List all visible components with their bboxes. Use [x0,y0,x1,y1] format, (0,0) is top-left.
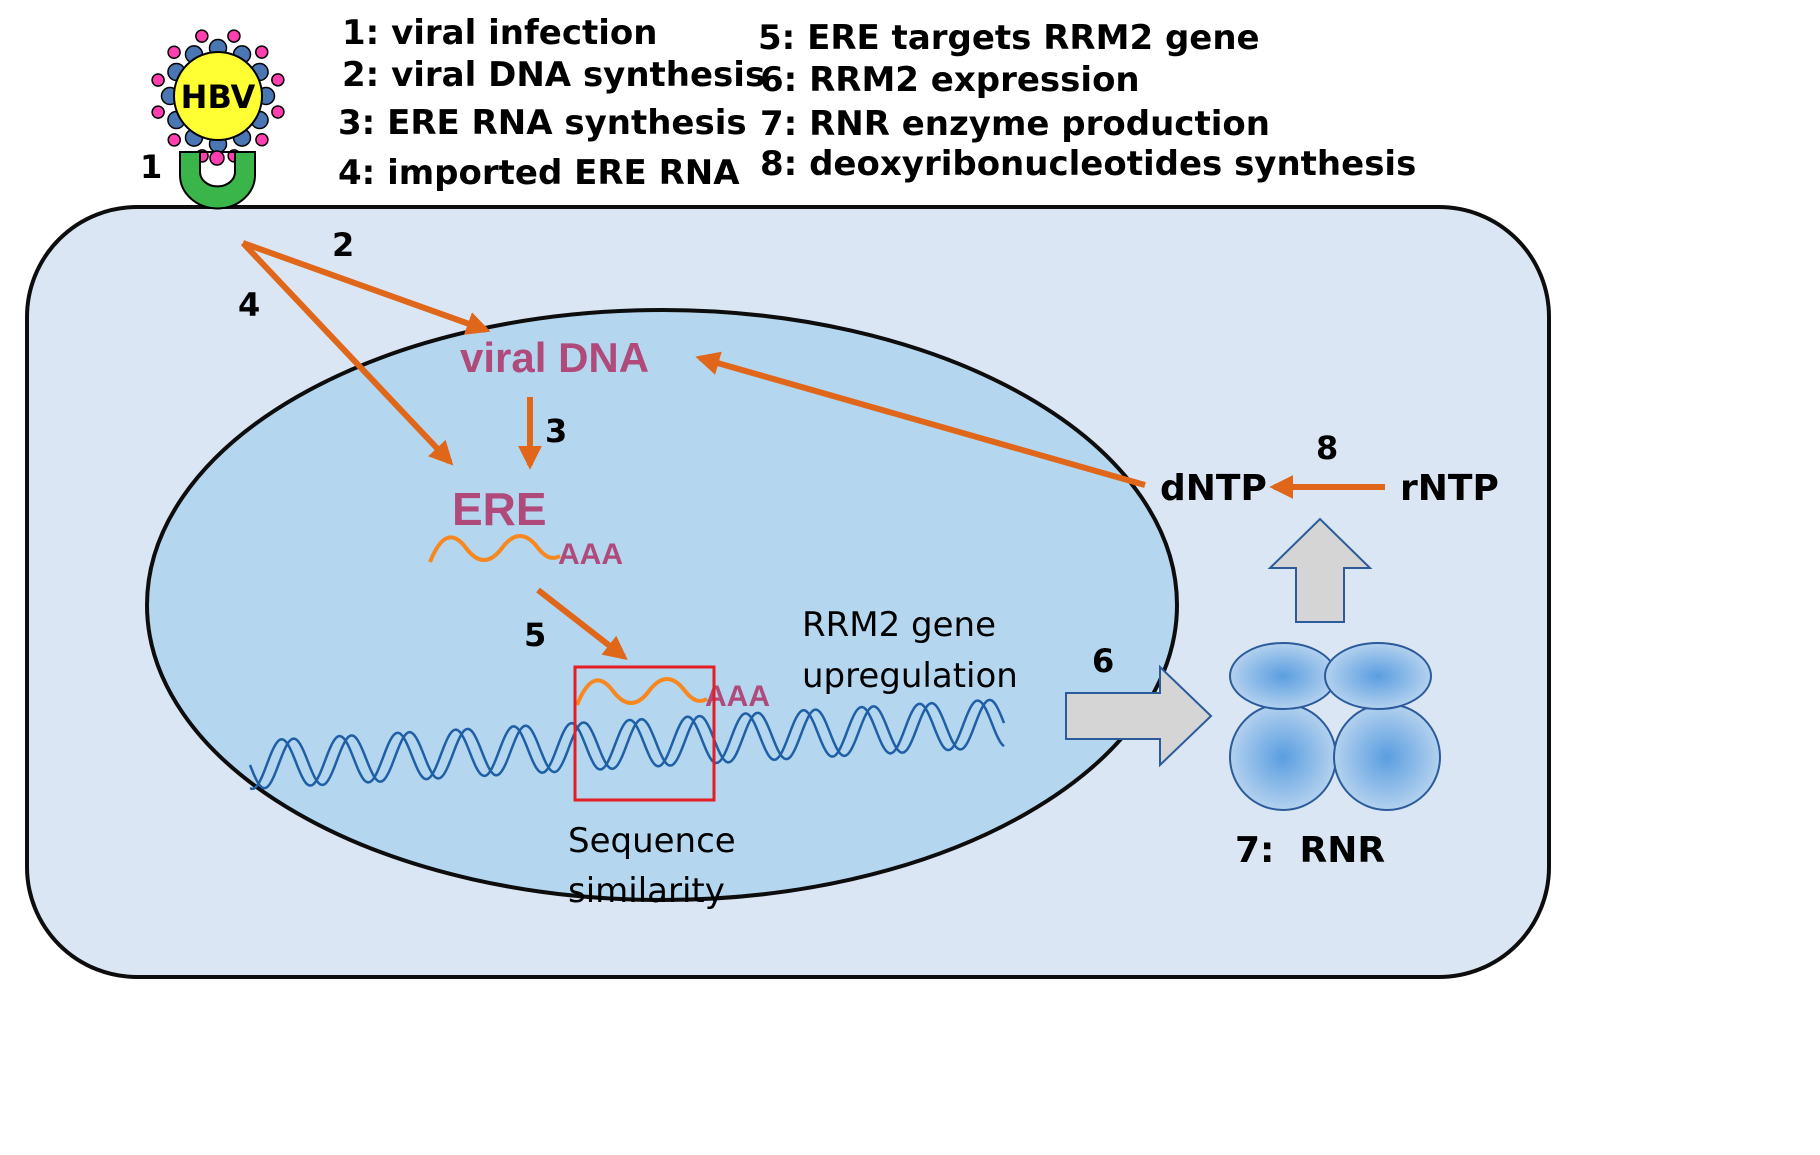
rnr-subunit-small-right [1324,642,1432,710]
virus-spike-tip [227,29,241,43]
rntp-label: rNTP [1400,468,1499,509]
rnr-output-arrow [1267,517,1373,623]
virus-spike-tip [271,105,285,119]
bound-ere-rna-strand [575,677,708,706]
rnr-subunit-small-left [1229,642,1337,710]
legend-item-2: 2: viral DNA synthesis [342,55,766,95]
rnr-enzyme [1229,642,1441,811]
rnr-subunit-large-left [1229,703,1337,811]
legend-item-5: 5: ERE targets RRM2 gene [758,18,1260,58]
ere-poly-a-tail: AAA [558,538,623,571]
legend-item-8: 8: deoxyribonucleotides synthesis [760,144,1417,184]
virus-spike-tip [271,73,285,87]
bound-poly-a-tail: AAA [705,680,770,713]
virus-spike-tip [255,45,269,59]
step-3-label: 3 [545,412,567,450]
rnr-subunit-large-right [1333,703,1441,811]
sequence-similarity-line2: similarity [568,871,725,911]
legend-item-1: 1: viral infection [342,13,658,53]
rrm2-upregulation-line2: upregulation [802,656,1018,696]
virus-spike-tip [255,133,269,147]
virus-spike-tip [195,29,209,43]
hbv-virus: HBV [151,29,285,210]
virus-spike-tip [151,73,165,87]
ere-label: ERE [452,483,547,535]
arrow-step-2 [241,240,491,335]
virus-spike-tip [151,105,165,119]
virus-spike-tip [167,133,181,147]
diagram-canvas: HBV 1 2 4 3 5 6 8 viral DNA ERE AAA AAA … [25,29,1551,979]
step-1-label: 1 [140,148,162,186]
legend-item-7: 7: RNR enzyme production [760,104,1270,144]
step-2-label: 2 [332,226,354,264]
arrow-step-5 [536,587,628,660]
virus-core [173,51,263,141]
legend-item-3: 3: ERE RNA synthesis [338,103,747,143]
dntp-label: dNTP [1160,468,1267,509]
viral-dna-label: viral DNA [460,334,649,381]
rnr-label: 7: RNR [1235,830,1385,871]
step-5-label: 5 [524,616,546,654]
rrm2-upregulation-line1: RRM2 gene [802,605,996,645]
receptor-icon [179,151,256,210]
ere-rna-strand [428,534,561,563]
rrm2-gene-dna-helix [248,698,1006,791]
step-8-label: 8 [1316,429,1338,467]
step-6-label: 6 [1092,642,1114,680]
legend-item-6: 6: RRM2 expression [760,60,1140,100]
nucleus [145,308,1179,902]
legend-item-4: 4: imported ERE RNA [338,153,740,193]
virus-spike-tip [167,45,181,59]
step-4-label: 4 [238,286,260,324]
arrow-dntp-to-viral-dna [695,351,1146,488]
expression-arrow [1065,664,1213,768]
virus-label: HBV [181,78,256,116]
virus-attachment-protein [209,150,225,166]
sequence-similarity-line1: Sequence [568,821,736,861]
sequence-similarity-box [573,665,716,802]
arrow-step-4 [240,240,454,466]
